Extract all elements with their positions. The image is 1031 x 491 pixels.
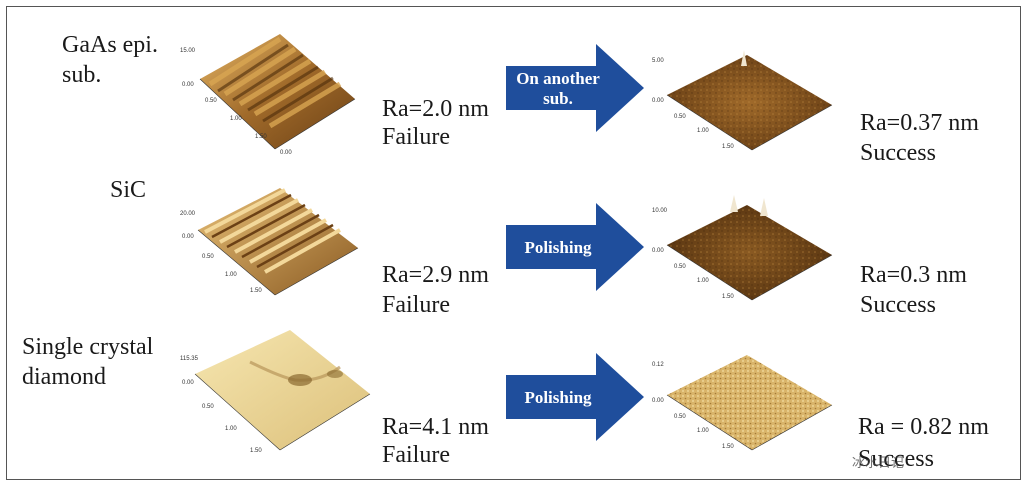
process-arrow-sic: Polishing xyxy=(506,203,644,291)
process-label-line1: On another xyxy=(516,69,600,88)
figure-frame xyxy=(6,6,1021,480)
afm-image-gaas-after: 5.00 0.00 0.50 1.00 1.50 xyxy=(652,50,833,151)
z-scale-label: 15.00 xyxy=(180,48,196,54)
outcome-after-diamond: Success xyxy=(858,446,934,472)
svg-text:1.50: 1.50 xyxy=(250,448,262,454)
svg-text:115.35: 115.35 xyxy=(180,356,199,362)
process-arrow-diamond: Polishing xyxy=(506,353,644,441)
svg-text:0.50: 0.50 xyxy=(674,114,686,120)
svg-text:0.50: 0.50 xyxy=(202,254,214,260)
outcome-before-diamond: Failure xyxy=(382,442,450,468)
sample-label-gaas: GaAs epi. sub. xyxy=(62,32,158,88)
svg-text:0.50: 0.50 xyxy=(202,404,214,410)
svg-text:1.50: 1.50 xyxy=(255,134,267,140)
ra-after-gaas: Ra=0.37 nm xyxy=(860,110,979,136)
ra-before-sic: Ra=2.9 nm xyxy=(382,262,489,288)
outcome-before-sic: Failure xyxy=(382,292,450,318)
svg-text:1.50: 1.50 xyxy=(722,144,734,150)
process-label: Polishing xyxy=(524,238,592,257)
afm-image-diamond-after: 0.12 0.00 0.50 1.00 1.50 xyxy=(652,355,833,451)
process-arrow-gaas: On another sub. xyxy=(506,44,644,132)
svg-text:1.00: 1.00 xyxy=(697,278,709,284)
afm-image-sic-after: 10.00 0.00 0.50 1.00 1.50 xyxy=(652,195,833,301)
svg-text:1.00: 1.00 xyxy=(225,272,237,278)
afm-image-sic-before: 20.00 0.00 0.50 1.00 1.50 xyxy=(180,188,359,296)
svg-text:5.00: 5.00 xyxy=(652,58,664,64)
svg-text:0.00: 0.00 xyxy=(182,234,194,240)
outcome-after-sic: Success xyxy=(860,292,936,318)
ra-before-gaas: Ra=2.0 nm xyxy=(382,96,489,122)
svg-text:1.00: 1.00 xyxy=(230,116,242,122)
sample-label-sic: SiC xyxy=(110,177,147,203)
watermark-text: 冰水日记 xyxy=(852,455,905,470)
ra-before-diamond: Ra=4.1 nm xyxy=(382,414,489,440)
svg-text:0.00: 0.00 xyxy=(652,248,664,254)
svg-text:0.00: 0.00 xyxy=(182,380,194,386)
process-label-line2: sub. xyxy=(543,89,573,108)
afm-image-gaas-before: 15.00 0.00 0.50 1.00 1.50 0.00 xyxy=(180,34,356,156)
svg-text:1.00: 1.00 xyxy=(697,128,709,134)
svg-text:1.00: 1.00 xyxy=(225,426,237,432)
sample-label-diamond: Single crystal diamond xyxy=(22,334,154,390)
svg-text:1.50: 1.50 xyxy=(722,294,734,300)
svg-text:0.00: 0.00 xyxy=(652,398,664,404)
outcome-after-gaas: Success xyxy=(860,140,936,166)
svg-text:0.00: 0.00 xyxy=(652,98,664,104)
ra-after-diamond: Ra = 0.82 nm xyxy=(858,414,989,440)
svg-text:1.50: 1.50 xyxy=(250,288,262,294)
ra-after-sic: Ra=0.3 nm xyxy=(860,262,967,288)
svg-text:1.50: 1.50 xyxy=(722,444,734,450)
svg-text:0.12: 0.12 xyxy=(652,362,664,368)
svg-text:1.00: 1.00 xyxy=(697,428,709,434)
afm-image-diamond-before: 115.35 0.00 0.50 1.00 1.50 xyxy=(180,330,371,454)
process-label: Polishing xyxy=(524,388,592,407)
svg-text:0.00: 0.00 xyxy=(280,150,292,156)
svg-text:0.00: 0.00 xyxy=(182,82,194,88)
svg-text:0.50: 0.50 xyxy=(674,264,686,270)
svg-text:20.00: 20.00 xyxy=(180,211,196,217)
svg-text:10.00: 10.00 xyxy=(652,208,668,214)
svg-text:0.50: 0.50 xyxy=(674,414,686,420)
outcome-before-gaas: Failure xyxy=(382,124,450,150)
svg-text:0.50: 0.50 xyxy=(205,98,217,104)
